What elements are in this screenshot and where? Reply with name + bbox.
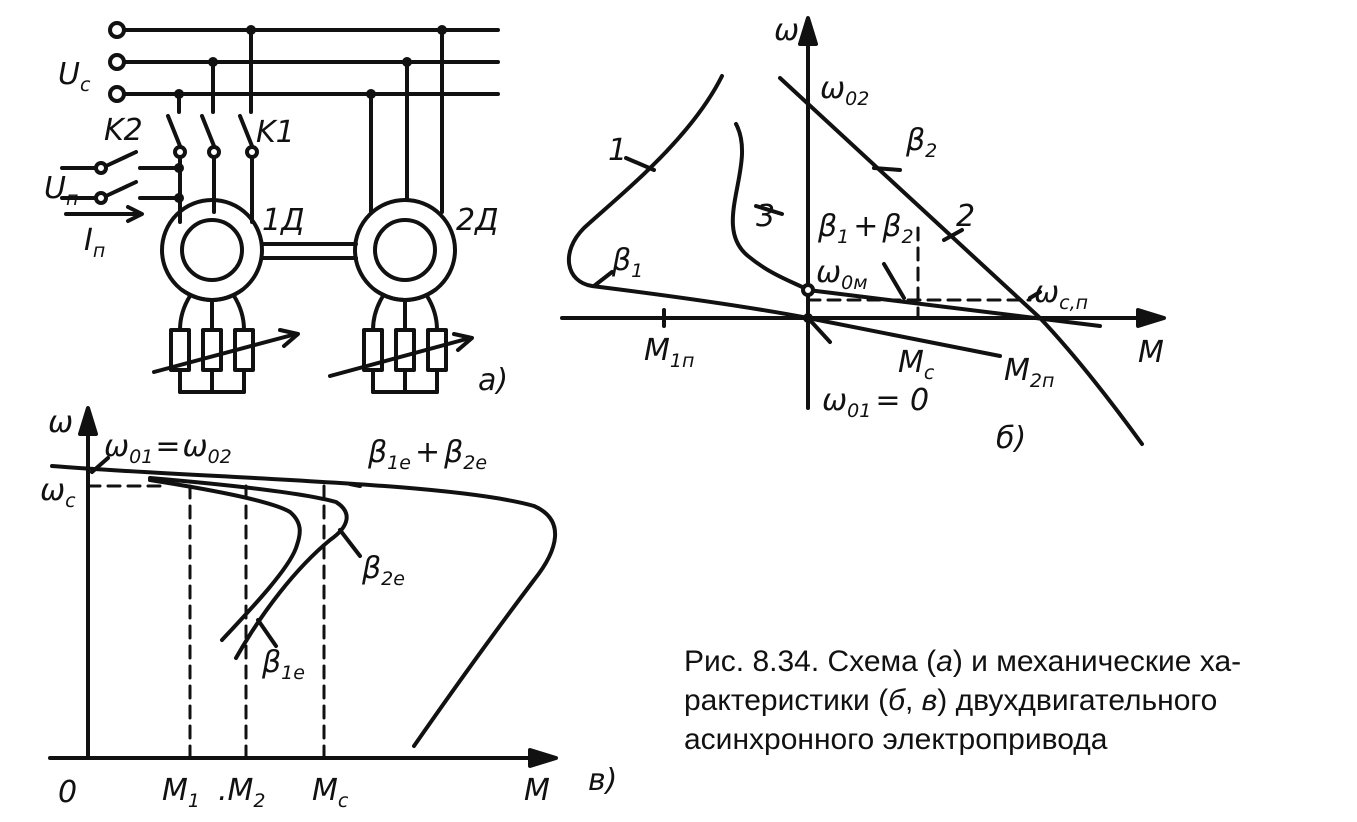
svg-text:β1+β2: β1+β2 xyxy=(817,209,914,248)
svg-text:M1: M1 xyxy=(162,773,200,812)
svg-text:M2п: M2п xyxy=(1004,353,1054,392)
k-contact-3 xyxy=(238,114,254,148)
svg-text:β2: β2 xyxy=(905,123,937,162)
c-curve-sum xyxy=(50,464,558,748)
c-m-label: M xyxy=(524,773,550,808)
svg-text:ωc,п: ωc,п xyxy=(1034,275,1088,314)
label-motor-2: 2Д xyxy=(456,203,499,238)
k2-contact-2 xyxy=(104,180,138,198)
svg-text:β2e: β2e xyxy=(361,551,405,590)
svg-text:ωc: ωc xyxy=(40,473,76,512)
motor-1-resistor-2 xyxy=(201,328,223,372)
svg-text:β1e+β2e: β1e+β2e xyxy=(367,435,487,474)
svg-text:Uп: Uп xyxy=(44,171,78,210)
terminal-2 xyxy=(108,53,126,71)
c-origin-label: 0 xyxy=(58,775,77,810)
terminal-1 xyxy=(108,21,126,39)
svg-text:β1: β1 xyxy=(611,243,643,282)
b-curve-1-label: 1 xyxy=(608,133,627,168)
motor-2-rotor xyxy=(373,218,437,282)
svg-text:.M2: .M2 xyxy=(218,773,266,812)
c-omega-label: ω xyxy=(48,405,73,440)
svg-text:ω01= 0: ω01= 0 xyxy=(822,383,929,422)
label-panel-a: а) xyxy=(478,363,508,398)
b-curve-3-label: 3 xyxy=(756,199,775,234)
svg-text:ω0м: ω0м xyxy=(816,255,868,294)
b-curve-3 xyxy=(730,122,1102,328)
b-curve-2-label: 2 xyxy=(956,199,975,234)
c-curve-beta1e xyxy=(148,478,302,642)
chart-b xyxy=(560,16,1166,446)
svg-text:ω02: ω02 xyxy=(820,71,869,110)
c-curve-beta2e xyxy=(148,476,349,660)
k-contact-2 xyxy=(200,114,216,148)
label-k1: K1 xyxy=(256,115,295,150)
label-panel-b: б) xyxy=(996,421,1026,456)
svg-text:Uc: Uc xyxy=(58,57,91,96)
k2-contact-1 xyxy=(104,150,138,168)
svg-text:M1п: M1п xyxy=(644,333,694,372)
label-panel-c: в) xyxy=(588,763,617,798)
terminal-3 xyxy=(108,85,126,103)
svg-text:β1e: β1e xyxy=(261,645,305,684)
motor-2-stator xyxy=(353,198,457,302)
motor-1-rheostat-arrow xyxy=(152,332,298,374)
figure-caption: Рис. 8.34. Схема (а) и механические ха- … xyxy=(684,645,1242,756)
motor-1-rotor xyxy=(180,218,244,282)
motor-2-rheostat-arrow xyxy=(328,336,472,378)
label-motor-1: 1Д xyxy=(262,203,305,238)
motor-1-stator xyxy=(160,198,264,302)
svg-text:Mc: Mc xyxy=(898,345,935,384)
motor-2-resistor-2 xyxy=(394,328,416,372)
chart-c xyxy=(48,406,558,768)
b-omega-label: ω xyxy=(774,13,799,48)
b-curve-2 xyxy=(778,76,1144,446)
svg-text:Iп: Iп xyxy=(84,223,105,262)
labels: Uc Uп Iп K2 K1 1Д 2Д а) ω ω02 β2 1 2 3 β… xyxy=(40,13,1164,812)
b-m-label: M xyxy=(1138,335,1164,370)
svg-text:ω01=ω02: ω01=ω02 xyxy=(104,429,232,468)
b-curve-1 xyxy=(566,74,1002,358)
circuit-schematic xyxy=(60,21,500,394)
svg-text:Mc: Mc xyxy=(312,773,349,812)
label-k2: K2 xyxy=(104,113,143,148)
k-contact-1 xyxy=(166,114,182,148)
